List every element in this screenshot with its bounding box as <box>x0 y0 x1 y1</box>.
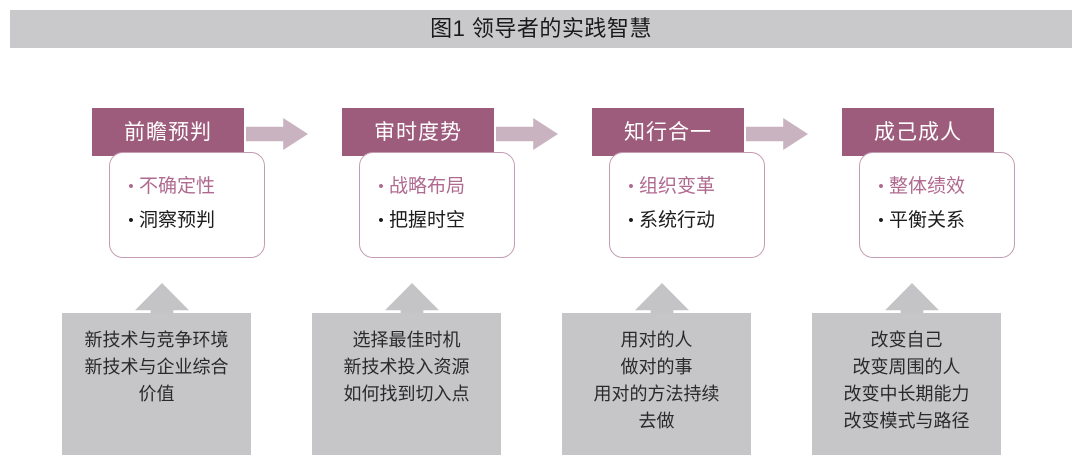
up-arrow-icon <box>135 283 189 327</box>
bullet-item: • 整体绩效 <box>876 169 1014 203</box>
bullet-dot-icon: • <box>378 211 384 229</box>
up-arrow-icon <box>885 283 939 327</box>
bullet-label: 平衡关系 <box>889 209 966 231</box>
right-arrow-icon <box>746 118 808 150</box>
bullet-dot-icon: • <box>128 211 134 229</box>
bullet-item: • 组织变革 <box>626 169 764 203</box>
detail-line: 改变自己 <box>870 330 943 350</box>
bullet-item: • 战略布局 <box>376 169 514 203</box>
bullet-item: • 系统行动 <box>626 203 764 237</box>
detail-line: 价值 <box>138 384 175 404</box>
stage-header-label: 知行合一 <box>624 120 712 144</box>
detail-line: 新技术投入资源 <box>343 357 470 377</box>
detail-line: 选择最佳时机 <box>352 330 461 350</box>
stage-header-2[interactable]: 审时度势 <box>342 108 494 156</box>
stage-header-label: 审时度势 <box>374 120 462 144</box>
detail-box-2: 选择最佳时机新技术投入资源如何找到切入点 <box>312 313 501 455</box>
stage-4: 成己成人 • 整体绩效 • 平衡关系 <box>828 108 1018 268</box>
bullet-label: 战略布局 <box>389 175 466 197</box>
up-arrow-icon <box>385 283 439 327</box>
stage-header-1[interactable]: 前瞻预判 <box>92 108 244 156</box>
bullet-dot-icon: • <box>628 177 634 195</box>
detail-line: 去做 <box>638 411 675 431</box>
stage-header-label: 前瞻预判 <box>124 120 212 144</box>
stage-card-2: • 战略布局 • 把握时空 <box>359 152 515 258</box>
bullet-label: 系统行动 <box>639 209 716 231</box>
bullet-label: 组织变革 <box>639 175 716 197</box>
stage-2: 审时度势 • 战略布局 • 把握时空 <box>328 108 518 268</box>
bullet-item: • 把握时空 <box>376 203 514 237</box>
bullet-label: 洞察预判 <box>139 209 216 231</box>
stage-3: 知行合一 • 组织变革 • 系统行动 <box>578 108 768 268</box>
bullet-label: 把握时空 <box>389 209 466 231</box>
stage-card-1: • 不确定性 • 洞察预判 <box>109 152 265 258</box>
stage-header-label: 成己成人 <box>874 120 962 144</box>
bullet-item: • 洞察预判 <box>126 203 264 237</box>
bullet-label: 不确定性 <box>139 175 216 197</box>
right-arrow-icon <box>246 118 308 150</box>
detail-box-1: 新技术与竞争环境新技术与企业综合价值 <box>62 313 251 455</box>
detail-line: 用对的人 <box>620 330 693 350</box>
figure-title-band: 图1 领导者的实践智慧 <box>10 10 1072 48</box>
bullet-item: • 平衡关系 <box>876 203 1014 237</box>
up-arrow-icon <box>635 283 689 327</box>
detail-box-3: 用对的人做对的事用对的方法持续去做 <box>562 313 751 455</box>
bullet-dot-icon: • <box>628 211 634 229</box>
detail-line: 改变周围的人 <box>852 357 961 377</box>
detail-line: 新技术与竞争环境 <box>84 330 229 350</box>
bullet-dot-icon: • <box>878 177 884 195</box>
bullet-dot-icon: • <box>128 177 134 195</box>
bullet-dot-icon: • <box>878 211 884 229</box>
right-arrow-icon <box>496 118 558 150</box>
bullet-item: • 不确定性 <box>126 169 264 203</box>
stage-header-4[interactable]: 成己成人 <box>842 108 994 156</box>
detail-line: 改变模式与路径 <box>843 411 970 431</box>
detail-line: 新技术与企业综合 <box>84 357 229 377</box>
bullet-label: 整体绩效 <box>889 175 966 197</box>
bullet-dot-icon: • <box>378 177 384 195</box>
stage-1: 前瞻预判 • 不确定性 • 洞察预判 <box>78 108 268 268</box>
stage-header-3[interactable]: 知行合一 <box>592 108 744 156</box>
detail-line: 做对的事 <box>620 357 693 377</box>
detail-line: 改变中长期能力 <box>843 384 970 404</box>
detail-line: 用对的方法持续 <box>593 384 720 404</box>
stage-card-3: • 组织变革 • 系统行动 <box>609 152 765 258</box>
page-title: 图1 领导者的实践智慧 <box>430 16 652 41</box>
detail-box-4: 改变自己改变周围的人改变中长期能力改变模式与路径 <box>812 313 1001 455</box>
detail-line: 如何找到切入点 <box>343 384 470 404</box>
stage-card-4: • 整体绩效 • 平衡关系 <box>859 152 1015 258</box>
